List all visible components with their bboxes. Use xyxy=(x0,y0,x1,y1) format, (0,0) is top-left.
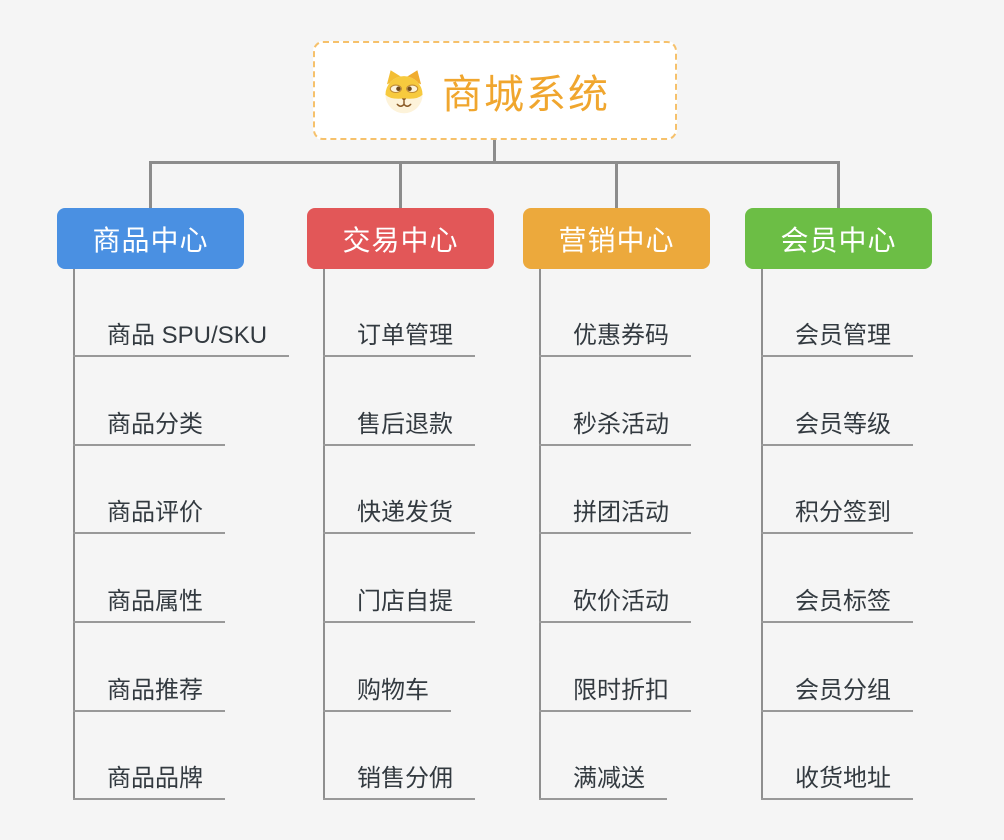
connector-stub xyxy=(837,161,840,209)
leaf-node[interactable]: 门店自提 xyxy=(323,587,475,623)
leaf-node[interactable]: 购物车 xyxy=(323,676,451,712)
leaf-node[interactable]: 商品评价 xyxy=(73,498,225,534)
branch-trade-center: 交易中心 订单管理 售后退款 快递发货 门店自提 购物车 销售分佣 xyxy=(307,0,494,840)
leaf-node[interactable]: 会员分组 xyxy=(761,676,913,712)
leaf-node[interactable]: 砍价活动 xyxy=(539,587,691,623)
leaf-node[interactable]: 积分签到 xyxy=(761,498,913,534)
root-title: 商城系统 xyxy=(442,72,610,117)
connector-stub xyxy=(615,161,618,209)
leaf-node[interactable]: 商品推荐 xyxy=(73,676,225,712)
branch-header-product[interactable]: 商品中心 xyxy=(57,208,244,269)
leaf-node[interactable]: 快递发货 xyxy=(323,498,475,534)
leaf-node[interactable]: 限时折扣 xyxy=(539,676,691,712)
root-node[interactable]: 商城系统 xyxy=(313,41,677,140)
leaf-node[interactable]: 会员管理 xyxy=(761,321,913,357)
leaf-node[interactable]: 商品属性 xyxy=(73,587,225,623)
branch-member-center: 会员中心 会员管理 会员等级 积分签到 会员标签 会员分组 收货地址 xyxy=(745,0,932,840)
doge-icon xyxy=(380,68,428,114)
branch-product-center: 商品中心 商品 SPU/SKU 商品分类 商品评价 商品属性 商品推荐 商品品牌 xyxy=(57,0,290,840)
leaf-node[interactable]: 优惠券码 xyxy=(539,321,691,357)
branch-connector-line xyxy=(761,269,763,800)
leaf-node[interactable]: 满减送 xyxy=(539,764,667,800)
branch-connector-line xyxy=(73,269,75,800)
connector-stub xyxy=(399,161,402,209)
leaf-node[interactable]: 拼团活动 xyxy=(539,498,691,534)
leaf-node[interactable]: 会员等级 xyxy=(761,410,913,446)
connector-horizontal xyxy=(149,161,840,164)
leaf-node[interactable]: 销售分佣 xyxy=(323,764,475,800)
branch-connector-line xyxy=(539,269,541,800)
branch-marketing-center: 营销中心 优惠券码 秒杀活动 拼团活动 砍价活动 限时折扣 满减送 xyxy=(523,0,710,840)
branch-connector-line xyxy=(323,269,325,800)
leaf-node[interactable]: 商品分类 xyxy=(73,410,225,446)
connector-root-vertical xyxy=(493,140,496,163)
branch-header-trade[interactable]: 交易中心 xyxy=(307,208,494,269)
leaf-node[interactable]: 售后退款 xyxy=(323,410,475,446)
leaf-node[interactable]: 商品品牌 xyxy=(73,764,225,800)
leaf-node[interactable]: 订单管理 xyxy=(323,321,475,357)
branch-header-marketing[interactable]: 营销中心 xyxy=(523,208,710,269)
leaf-node[interactable]: 收货地址 xyxy=(761,764,913,800)
leaf-node[interactable]: 商品 SPU/SKU xyxy=(73,321,290,357)
branch-header-member[interactable]: 会员中心 xyxy=(745,208,932,269)
leaf-node[interactable]: 会员标签 xyxy=(761,587,913,623)
connector-stub xyxy=(149,161,152,209)
leaf-node[interactable]: 秒杀活动 xyxy=(539,410,691,446)
